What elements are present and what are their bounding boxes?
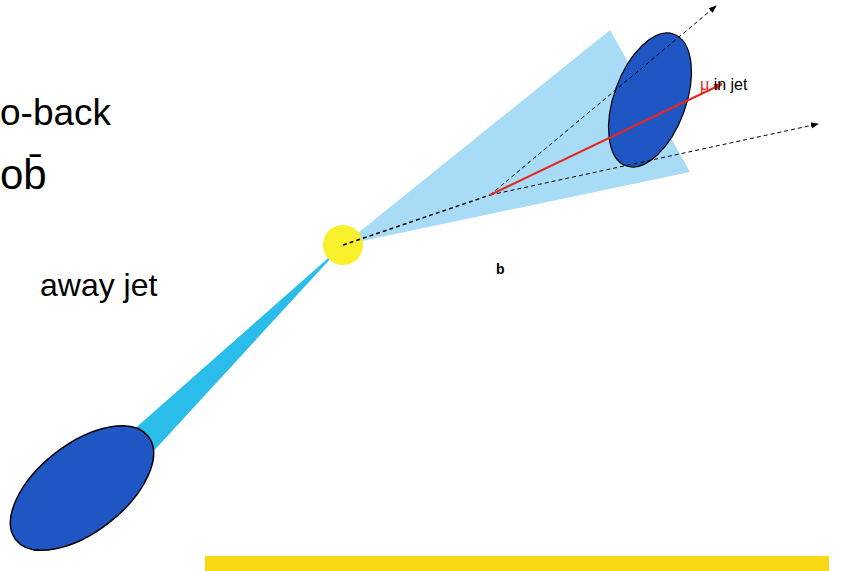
b-label: b [496, 262, 505, 277]
muon-track [490, 84, 722, 195]
b-track [343, 195, 490, 245]
muon-label: μ in jet [700, 76, 747, 94]
decay-track [490, 124, 818, 195]
decay-track [490, 6, 716, 195]
slide-text: ob̄ [0, 152, 47, 198]
jet-ellipse [0, 402, 175, 571]
slide-text: o-back [0, 93, 111, 134]
slide-rule [205, 556, 829, 571]
jet-label: away jet [40, 268, 157, 303]
